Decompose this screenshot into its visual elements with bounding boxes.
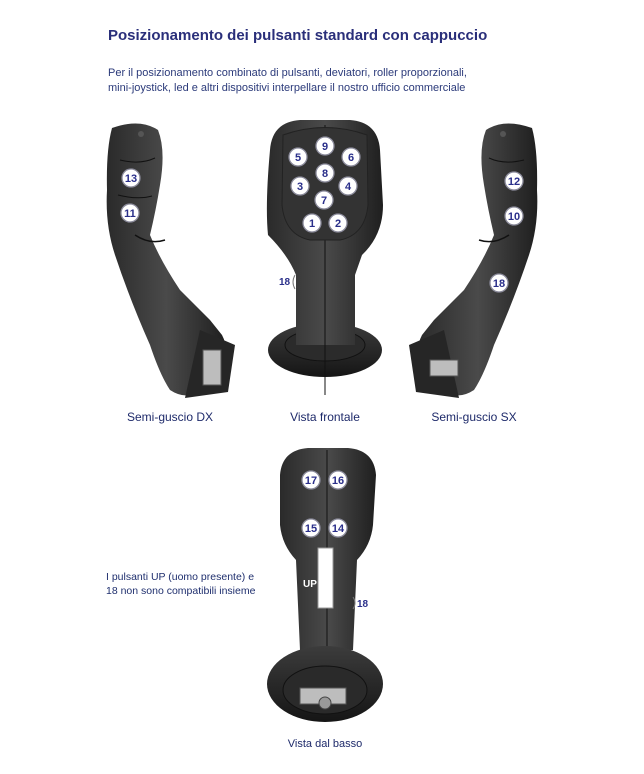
button-8-label: 8 bbox=[322, 168, 328, 180]
button-1-label: 1 bbox=[309, 218, 315, 230]
note-line-1: I pulsanti UP (uomo presente) e bbox=[106, 571, 255, 583]
button-12-label: 12 bbox=[508, 176, 520, 188]
button-6-label: 6 bbox=[348, 152, 354, 164]
button-14-label: 14 bbox=[332, 523, 345, 535]
button-18: 18 bbox=[489, 273, 509, 293]
caption-left-half: Semi-guscio SX bbox=[431, 410, 517, 424]
button-5-label: 5 bbox=[295, 152, 301, 164]
front-view: 9 5 6 8 3 4 7 1 bbox=[266, 120, 383, 395]
button-11-label: 11 bbox=[124, 208, 136, 220]
button-7: 7 bbox=[314, 190, 334, 210]
button-9-label: 9 bbox=[322, 141, 328, 153]
button-16: 16 bbox=[328, 470, 348, 490]
bottom-view: UP 17 16 15 14 18 bbox=[267, 448, 383, 722]
button-5: 5 bbox=[288, 147, 308, 167]
button-4-label: 4 bbox=[345, 181, 352, 193]
button-7-label: 7 bbox=[321, 195, 327, 207]
button-12: 12 bbox=[504, 171, 524, 191]
button-4: 4 bbox=[338, 176, 358, 196]
right-shell-grip bbox=[106, 123, 226, 396]
caption-bottom: Vista dal basso bbox=[287, 738, 363, 750]
button-8: 8 bbox=[315, 163, 335, 183]
button-10: 10 bbox=[504, 206, 524, 226]
front-side-label-18: 18 bbox=[279, 277, 291, 288]
caption-right-half: Semi-guscio DX bbox=[126, 410, 214, 424]
left-shell-connector bbox=[429, 359, 459, 377]
caption-front: Vista frontale bbox=[290, 410, 360, 424]
button-9: 9 bbox=[315, 136, 335, 156]
right-half-shell-view: 13 11 bbox=[106, 123, 235, 398]
left-half-shell-view: 12 10 18 bbox=[409, 123, 538, 398]
note-line-2: 18 non sono compatibili insieme bbox=[106, 585, 256, 597]
button-13: 13 bbox=[121, 168, 141, 188]
bottom-side-label-18: 18 bbox=[357, 599, 369, 610]
button-2-label: 2 bbox=[335, 218, 341, 230]
button-14: 14 bbox=[328, 518, 348, 538]
button-2: 2 bbox=[328, 213, 348, 233]
button-3-label: 3 bbox=[297, 181, 303, 193]
button-15-label: 15 bbox=[305, 523, 317, 535]
intro-text: Per il posizionamento combinato di pulsa… bbox=[108, 66, 528, 96]
up-label: UP bbox=[303, 579, 317, 590]
intro-line-2: mini-joystick, led e altri dispositivi i… bbox=[108, 82, 466, 94]
compatibility-note: I pulsanti UP (uomo presente) e 18 non s… bbox=[106, 570, 286, 598]
button-18-label: 18 bbox=[493, 278, 505, 290]
left-shell-grip bbox=[418, 123, 538, 396]
button-17-label: 17 bbox=[305, 475, 317, 487]
button-6: 6 bbox=[341, 147, 361, 167]
page-title: Posizionamento dei pulsanti standard con… bbox=[108, 27, 488, 44]
intro-line-1: Per il posizionamento combinato di pulsa… bbox=[108, 67, 467, 79]
right-shell-connector bbox=[202, 349, 222, 386]
button-15: 15 bbox=[301, 518, 321, 538]
button-17: 17 bbox=[301, 470, 321, 490]
button-10-label: 10 bbox=[508, 211, 520, 223]
button-16-label: 16 bbox=[332, 475, 344, 487]
button-1: 1 bbox=[302, 213, 322, 233]
up-button-slot bbox=[317, 547, 334, 609]
button-11: 11 bbox=[120, 203, 140, 223]
button-3: 3 bbox=[290, 176, 310, 196]
button-13-label: 13 bbox=[125, 173, 137, 185]
